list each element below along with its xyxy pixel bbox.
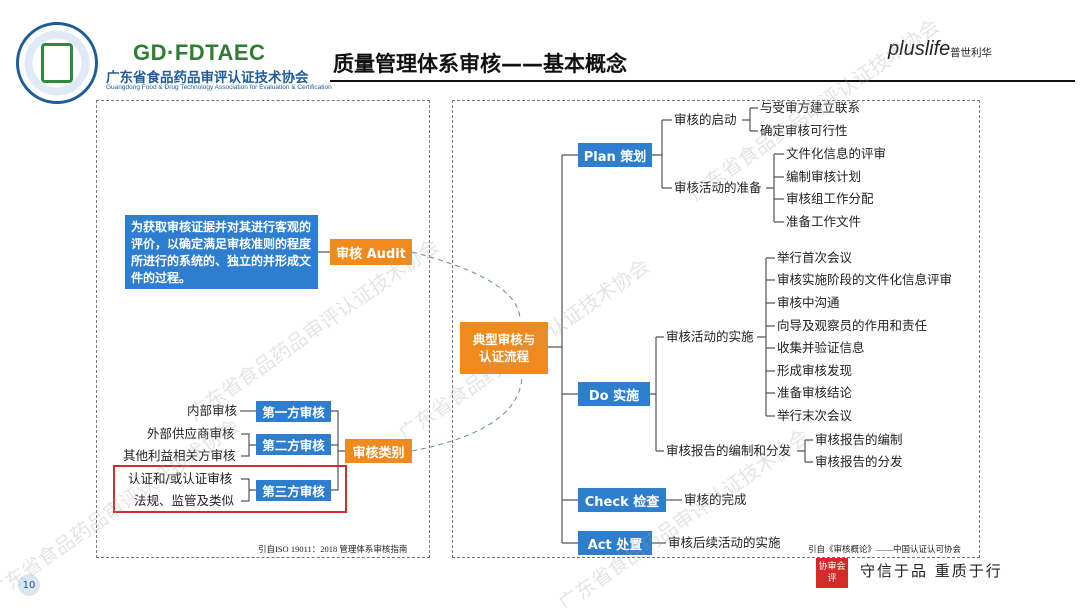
right-citation: 引自《审核概论》——中国认证认可协会	[808, 544, 962, 554]
do-item: 准备审核结论	[777, 385, 853, 400]
act-item: 审核后续活动的实施	[668, 535, 781, 550]
audit-node: 审核 Audit	[330, 239, 412, 265]
plan-item: 确定审核可行性	[760, 123, 848, 138]
first-party-audit-node: 第一方审核	[256, 401, 331, 422]
do-item: 形成审核发现	[777, 363, 853, 378]
do-item: 收集并验证信息	[777, 340, 865, 355]
association-seal: 协审会评	[816, 558, 848, 588]
third-party-highlight	[113, 465, 347, 513]
regulatory-audit-label: 法规、监管及类似	[134, 493, 235, 508]
left-panel	[96, 100, 430, 558]
audit-definition: 为获取审核证据并对其进行客观的评价，以确定满足审核准则的程度所进行的系统的、独立…	[125, 215, 318, 289]
do-item: 审核报告的编制	[815, 432, 903, 447]
second-party-audit-node: 第二方审核	[256, 434, 331, 455]
do-item: 举行首次会议	[777, 250, 853, 265]
audit-category-node: 审核类别	[345, 439, 412, 463]
do-item: 举行末次会议	[777, 408, 853, 423]
audit-conduct-label: 审核活动的实施	[666, 329, 754, 344]
org-name-english: Guangdong Food & Drug Technology Associa…	[106, 84, 332, 91]
right-panel	[452, 100, 980, 558]
brand-name: 普世利华	[950, 47, 992, 59]
do-item: 审核中沟通	[777, 295, 840, 310]
org-name: 广东省食品药品审评认证技术协会	[106, 70, 309, 86]
plan-item: 编制审核计划	[786, 169, 862, 184]
org-abbreviation: GD·FDTAEC	[133, 40, 266, 65]
audit-initiation-label: 审核的启动	[674, 112, 737, 127]
do-item: 审核报告的分发	[815, 454, 903, 469]
supplier-audit-label: 外部供应商审核	[147, 426, 235, 441]
plan-item: 文件化信息的评审	[786, 146, 887, 161]
third-party-audit-node: 第三方审核	[256, 480, 331, 501]
do-item: 审核实施阶段的文件化信息评审	[777, 272, 953, 287]
process-root-node: 典型审核与认证流程	[460, 322, 548, 374]
plan-item: 审核组工作分配	[786, 191, 874, 206]
audit-preparation-label: 审核活动的准备	[674, 180, 762, 195]
stakeholder-audit-label: 其他利益相关方审核	[123, 448, 236, 463]
act-node: Act 处置	[578, 531, 652, 555]
plan-node: Plan 策划	[578, 143, 652, 167]
title-underline	[330, 80, 1075, 82]
certification-audit-label: 认证和/或认证审核	[128, 471, 233, 486]
association-logo	[16, 22, 98, 104]
audit-report-label: 审核报告的编制和分发	[666, 443, 792, 458]
motto: 守信于品 重质于行	[860, 562, 1003, 580]
plan-item: 准备工作文件	[786, 214, 862, 229]
internal-audit-label: 内部审核	[187, 403, 238, 418]
brand-logo: pluslife	[888, 38, 951, 60]
check-node: Check 检查	[578, 488, 666, 512]
do-node: Do 实施	[578, 382, 650, 406]
page-title: 质量管理体系审核——基本概念	[333, 52, 627, 76]
check-item: 审核的完成	[684, 492, 747, 507]
left-citation: 引自ISO 19011：2018 管理体系审核指南	[258, 544, 408, 554]
page-number: 10	[18, 574, 40, 596]
plan-item: 与受审方建立联系	[760, 100, 861, 115]
do-item: 向导及观察员的作用和责任	[777, 318, 928, 333]
